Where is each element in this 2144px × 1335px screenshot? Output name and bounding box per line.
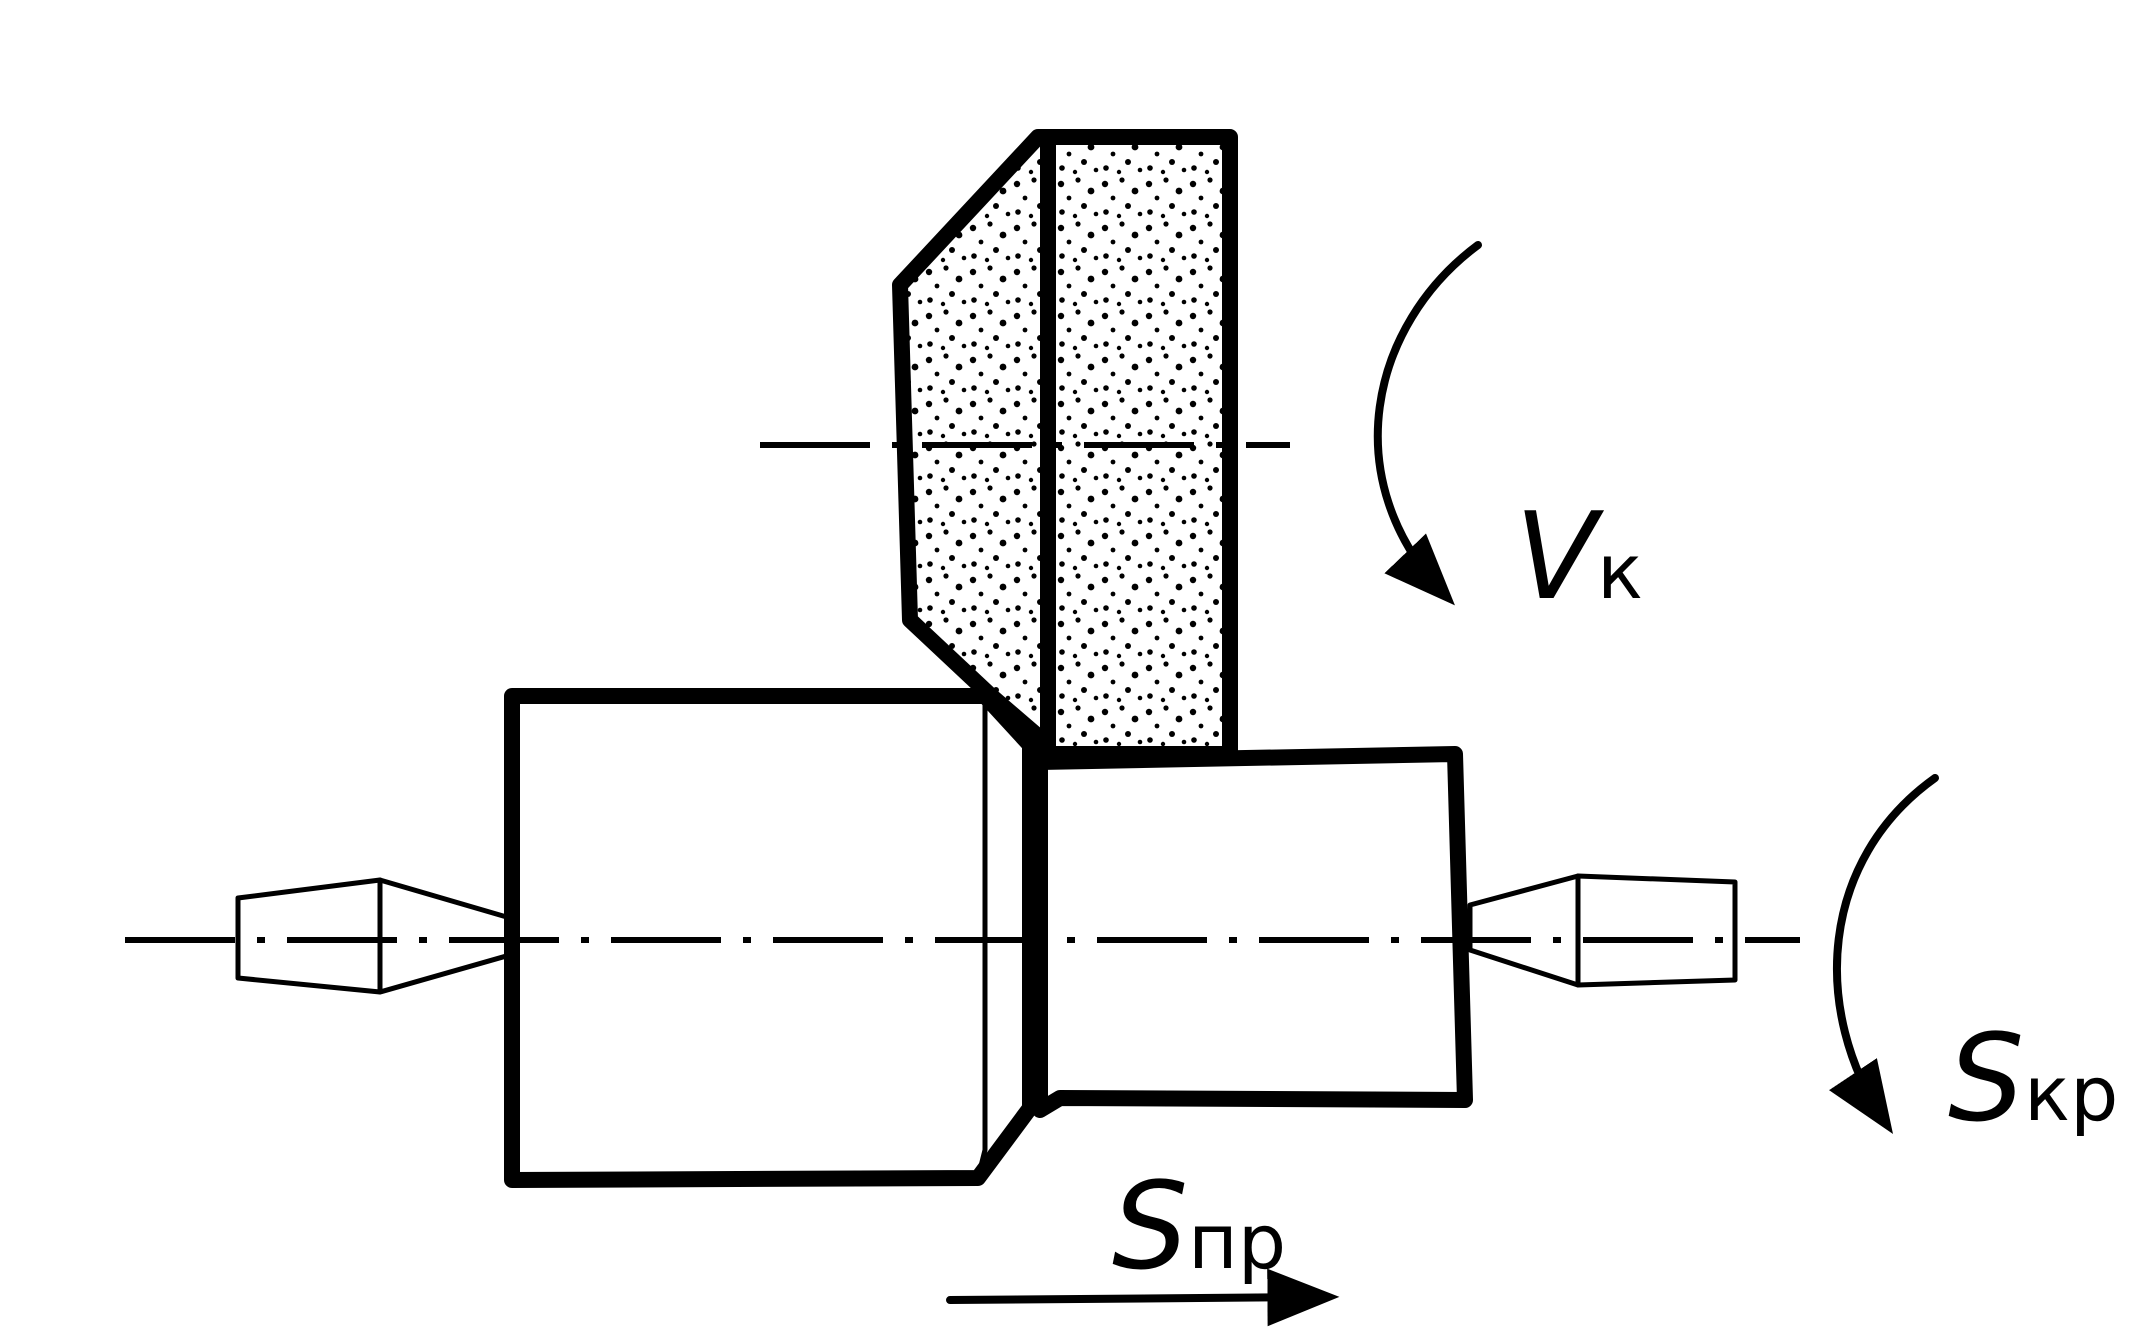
longitudinal-feed-symbol: S <box>1112 1158 1188 1297</box>
right-center <box>1467 873 1738 988</box>
longitudinal-feed-subscript: пр <box>1188 1197 1286 1286</box>
grinding-wheel <box>892 129 1238 762</box>
longitudinal-feed-label: Sпр <box>1112 1158 1286 1297</box>
wheel-speed-label: Vк <box>1515 488 1643 627</box>
wheel-speed-subscript: к <box>1597 527 1643 616</box>
workpiece-chamfer-line <box>975 693 988 1181</box>
circular-feed-label: Sкр <box>1948 1010 2118 1149</box>
circular-feed-subscript: кр <box>2024 1049 2118 1138</box>
longitudinal-feed-arrow <box>946 1268 1340 1327</box>
wheel-speed-symbol: V <box>1515 488 1605 627</box>
left-center <box>235 877 513 995</box>
workpiece-rotation-arrow <box>1829 774 1939 1134</box>
circular-feed-symbol: S <box>1948 1010 2024 1149</box>
wheel-rotation-arrow <box>1373 241 1482 606</box>
workpiece-small-section <box>1032 746 1473 1118</box>
